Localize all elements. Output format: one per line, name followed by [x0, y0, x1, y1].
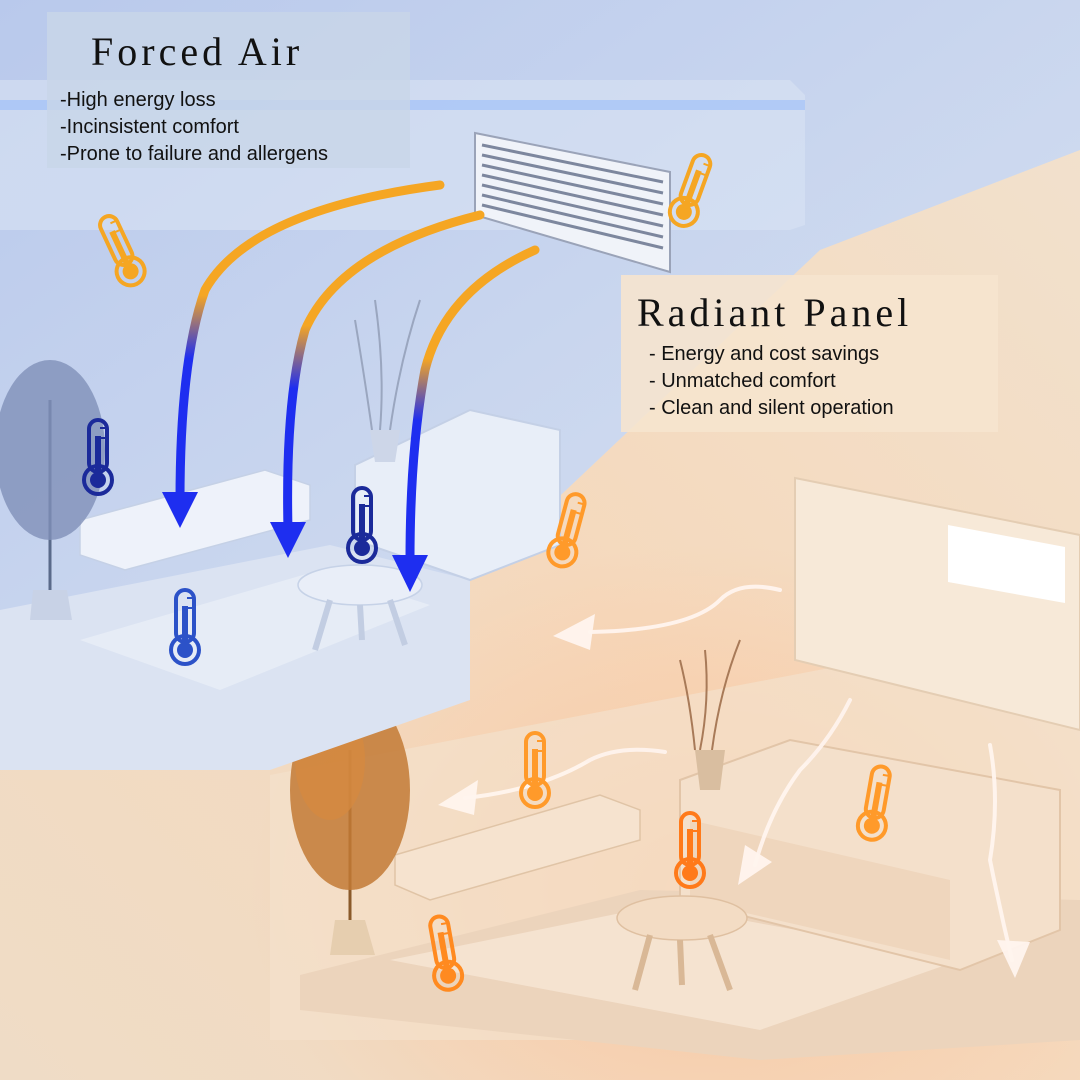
radiant-panel-point: - Energy and cost savings [649, 343, 880, 365]
warm-room-rug [390, 905, 960, 1030]
forced-airflow-arrowheads [162, 492, 428, 592]
forced-air-title: Forced Air [91, 29, 304, 74]
heat-wave-arrow-icon [987, 743, 1014, 962]
warm-table-legs [632, 933, 733, 992]
forced-air-point: -Incinsistent comfort [60, 116, 239, 138]
heat-wave-arrow-icon [753, 698, 852, 867]
thermometer-icon [82, 418, 114, 496]
warm-shelf [394, 794, 641, 901]
thermometer-icon [98, 214, 147, 288]
cool-tree [0, 360, 105, 620]
cool-vase [354, 299, 421, 462]
forced-air-point: -High energy loss [60, 89, 216, 111]
thermometer-icon [428, 914, 465, 992]
heat-wave-arrow-icon [588, 584, 782, 634]
heat-wave-arrow-icon [463, 747, 667, 800]
air-vent-icon [474, 131, 671, 274]
thermometer-icon [519, 731, 551, 809]
forced-air-points: -High energy loss -Incinsistent comfort … [60, 87, 328, 168]
thermometer-icon [546, 492, 587, 569]
radiant-arrowheads [438, 614, 1030, 978]
forced-air-panel: Forced Air -High energy loss -Incinsiste… [47, 12, 410, 168]
thermometer-icon [855, 764, 892, 842]
thermometer-icon [169, 588, 201, 666]
radiant-panel-highlight [948, 525, 1065, 603]
thermometer-icon [346, 486, 378, 564]
radiant-panel-point: - Unmatched comfort [649, 370, 836, 392]
radiant-panel-points: - Energy and cost savings - Unmatched co… [649, 341, 894, 422]
thermometer-icon [667, 152, 713, 228]
forced-air-point: -Prone to failure and allergens [60, 143, 328, 165]
warm-vase [679, 639, 741, 790]
cool-shelf [79, 469, 311, 571]
radiant-heat-arrows [463, 584, 1014, 962]
thermometer-icon [674, 811, 706, 889]
radiant-panel-title: Radiant Panel [637, 290, 913, 335]
radiant-panel-box: Radiant Panel - Energy and cost savings … [621, 275, 998, 432]
airflow-arrow-icon [175, 180, 445, 505]
cool-table-legs [312, 599, 408, 651]
thermometers [82, 152, 892, 992]
forced-airflow-arrows [175, 180, 540, 565]
radiant-panel-point: - Clean and silent operation [649, 397, 894, 419]
warm-coffee-table [616, 895, 748, 941]
airflow-arrow-icon [283, 210, 485, 535]
airflow-arrow-icon [405, 245, 540, 565]
